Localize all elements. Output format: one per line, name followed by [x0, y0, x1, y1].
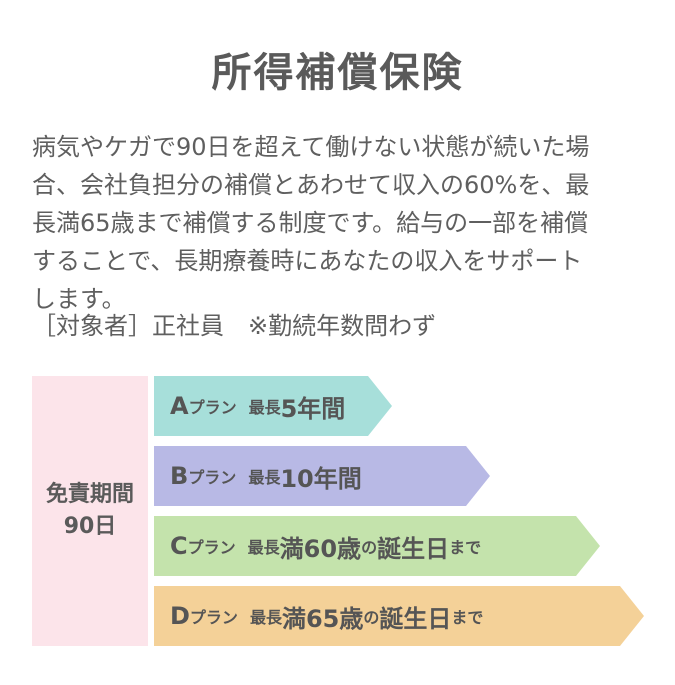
plan-prefix: 最長	[247, 538, 280, 557]
plan-d-arrow: D プラン 最長 満65歳 の 誕生日 まで	[154, 586, 644, 646]
plan-letter: C	[170, 532, 188, 560]
page-title: 所得補償保険	[211, 50, 464, 96]
description: 病気やケガで90日を超えて働けない状態が続いた場 合、会社負担分の補償とあわせて…	[32, 128, 644, 318]
deductible-period-box: 免責期間 90日	[32, 376, 148, 646]
plan-prefix: 最長	[248, 398, 281, 417]
plan-a-arrow: A プラン 最長 5年間	[154, 376, 392, 436]
target-note: ［対象者］正社員 ※勤続年数問わず	[32, 312, 437, 340]
plan-age: 満65歳	[281, 604, 364, 633]
description-line: することで、長期療養時にあなたの収入をサポート	[32, 247, 583, 275]
plan-age: 満60歳	[279, 534, 362, 563]
plan-particle: の	[361, 538, 378, 557]
plan-letter: A	[170, 392, 189, 420]
plan-prefix: 最長	[248, 468, 281, 487]
plan-letter: D	[170, 602, 190, 630]
plan-b-arrow: B プラン 最長 10年間	[154, 446, 490, 506]
plan-birthday: 誕生日	[377, 534, 450, 563]
period-value: 90日	[63, 514, 117, 539]
description-line: します。	[32, 285, 126, 313]
plan-word: プラン	[188, 468, 237, 487]
plan-birthday: 誕生日	[379, 604, 452, 633]
plan-letter: B	[170, 462, 189, 490]
plan-duration: 10年間	[280, 464, 362, 493]
plan-particle: の	[363, 608, 380, 627]
description-line: 病気やケガで90日を超えて働けない状態が続いた場	[32, 133, 590, 161]
plan-word: プラン	[189, 608, 238, 627]
plan-word: プラン	[187, 538, 236, 557]
plan-suffix: まで	[449, 538, 482, 557]
period-label: 免責期間	[45, 482, 134, 507]
description-line: 合、会社負担分の補償とあわせて収入の60%を、最	[32, 171, 590, 199]
plan-duration: 5年間	[280, 394, 346, 423]
plan-c-arrow: C プラン 最長 満60歳 の 誕生日 まで	[154, 516, 600, 576]
plan-prefix: 最長	[249, 608, 282, 627]
description-line: 長満65歳まで補償する制度です。給与の一部を補償	[32, 209, 589, 237]
plan-word: プラン	[188, 398, 237, 417]
plan-suffix: まで	[451, 608, 484, 627]
